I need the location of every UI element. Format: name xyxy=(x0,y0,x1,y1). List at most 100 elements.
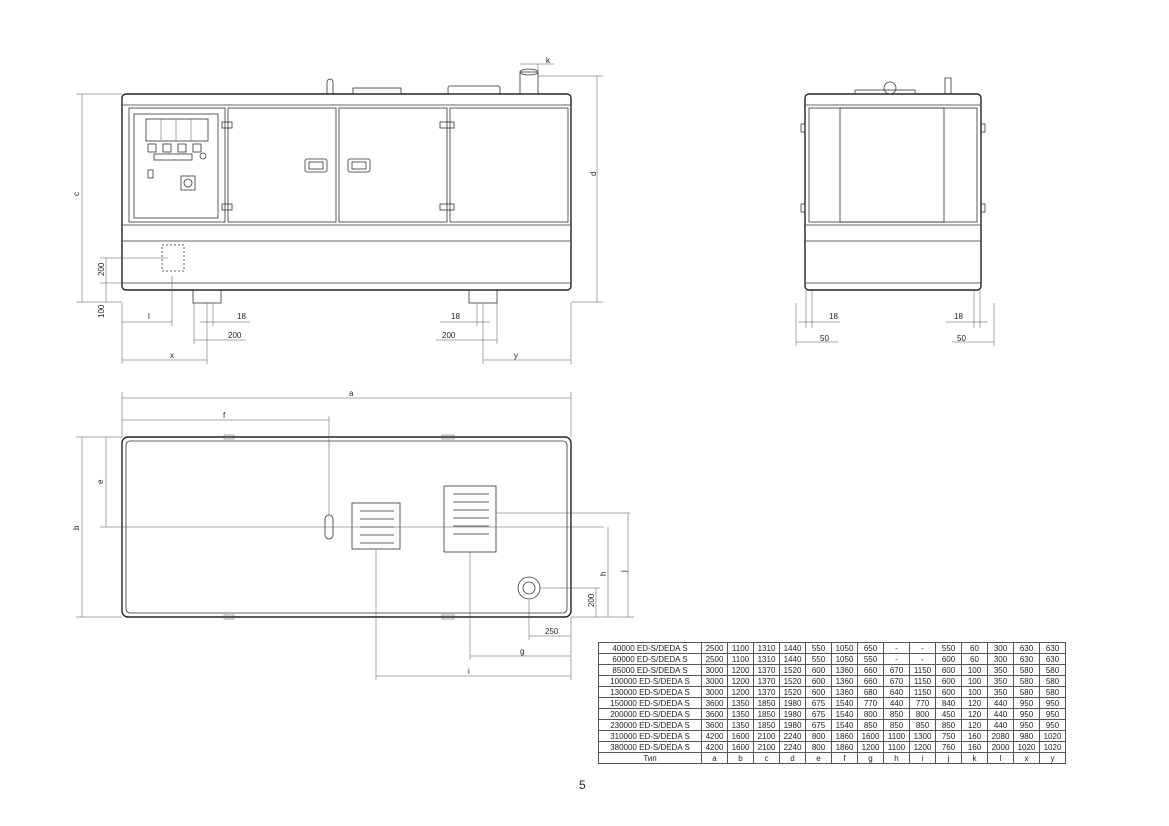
model-cell: 85000 ED-S/DEDA S xyxy=(598,664,702,676)
value-cell: 1980 xyxy=(779,708,806,720)
value-cell: 1350 xyxy=(727,697,754,709)
value-cell: 1100 xyxy=(727,653,754,665)
value-cell: 1980 xyxy=(779,719,806,731)
value-cell: 1540 xyxy=(831,708,858,720)
dim-200-height: 200 xyxy=(97,262,106,276)
value-cell: 1020 xyxy=(1013,741,1040,753)
side-dim-18-left: 18 xyxy=(829,312,838,321)
column-header: f xyxy=(831,752,858,764)
value-cell: 640 xyxy=(883,686,910,698)
column-header: j xyxy=(935,752,962,764)
value-cell: 160 xyxy=(961,730,988,742)
value-cell: 2500 xyxy=(701,642,728,654)
value-cell: 770 xyxy=(909,697,936,709)
value-cell: 670 xyxy=(883,675,910,687)
dim-a: a xyxy=(349,389,354,398)
value-cell: 1600 xyxy=(727,741,754,753)
side-dim-18-right: 18 xyxy=(954,312,963,321)
value-cell: 950 xyxy=(1013,708,1040,720)
dim-b: b xyxy=(72,525,81,530)
dim-200-right: 200 xyxy=(442,331,456,340)
value-cell: 60 xyxy=(961,642,988,654)
value-cell: 950 xyxy=(1013,697,1040,709)
value-cell: 800 xyxy=(805,730,832,742)
value-cell: 4200 xyxy=(701,741,728,753)
dim-j: j xyxy=(619,570,628,573)
value-cell: 800 xyxy=(909,708,936,720)
value-cell: 1860 xyxy=(831,741,858,753)
model-cell: 40000 ED-S/DEDA S xyxy=(598,642,702,654)
value-cell: 800 xyxy=(857,708,884,720)
value-cell: 440 xyxy=(987,708,1014,720)
column-header: y xyxy=(1039,752,1066,764)
value-cell: 950 xyxy=(1013,719,1040,731)
value-cell: 3600 xyxy=(701,708,728,720)
model-cell: 100000 ED-S/DEDA S xyxy=(598,675,702,687)
value-cell: 675 xyxy=(805,708,832,720)
value-cell: 1370 xyxy=(753,675,780,687)
column-header: i xyxy=(909,752,936,764)
value-cell: 1150 xyxy=(909,686,936,698)
value-cell: 1100 xyxy=(727,642,754,654)
value-cell: 100 xyxy=(961,675,988,687)
value-cell: 100 xyxy=(961,686,988,698)
column-header: b xyxy=(727,752,754,764)
value-cell: 850 xyxy=(883,719,910,731)
value-cell: 950 xyxy=(1039,719,1066,731)
value-cell: - xyxy=(909,653,936,665)
dim-x: x xyxy=(170,351,174,360)
dim-200-left: 200 xyxy=(228,331,242,340)
dim-k: k xyxy=(546,56,551,65)
value-cell: 1310 xyxy=(753,653,780,665)
value-cell: 350 xyxy=(987,675,1014,687)
value-cell: 675 xyxy=(805,697,832,709)
value-cell: 1100 xyxy=(883,730,910,742)
value-cell: 1150 xyxy=(909,664,936,676)
value-cell: 1200 xyxy=(727,675,754,687)
page-number: 5 xyxy=(579,778,586,792)
value-cell: 760 xyxy=(935,741,962,753)
value-cell: 300 xyxy=(987,642,1014,654)
value-cell: 160 xyxy=(961,741,988,753)
value-cell: 675 xyxy=(805,719,832,731)
value-cell: 440 xyxy=(987,697,1014,709)
column-header: h xyxy=(883,752,910,764)
side-dim-50-left: 50 xyxy=(820,334,829,343)
model-cell: 310000 ED-S/DEDA S xyxy=(598,730,702,742)
value-cell: 1850 xyxy=(753,719,780,731)
column-header: c xyxy=(753,752,780,764)
model-cell: 380000 ED-S/DEDA S xyxy=(598,741,702,753)
model-cell: 130000 ED-S/DEDA S xyxy=(598,686,702,698)
value-cell: 1360 xyxy=(831,686,858,698)
value-cell: 3600 xyxy=(701,697,728,709)
value-cell: 1600 xyxy=(857,730,884,742)
value-cell: 1050 xyxy=(831,653,858,665)
value-cell: 3000 xyxy=(701,664,728,676)
front-view: c d k 200 100 l 18 200 x 18 200 y xyxy=(72,56,603,364)
value-cell: 550 xyxy=(805,653,832,665)
column-header: k xyxy=(961,752,988,764)
value-cell: 1520 xyxy=(779,675,806,687)
value-cell: 630 xyxy=(1039,653,1066,665)
value-cell: 600 xyxy=(935,686,962,698)
value-cell: 550 xyxy=(935,642,962,654)
value-cell: 600 xyxy=(805,664,832,676)
value-cell: 1540 xyxy=(831,697,858,709)
value-cell: 840 xyxy=(935,697,962,709)
value-cell: 1200 xyxy=(727,686,754,698)
value-cell: 1980 xyxy=(779,697,806,709)
value-cell: 1050 xyxy=(831,642,858,654)
model-cell: 230000 ED-S/DEDA S xyxy=(598,719,702,731)
value-cell: 2000 xyxy=(987,741,1014,753)
value-cell: 650 xyxy=(857,642,884,654)
value-cell: 1850 xyxy=(753,697,780,709)
value-cell: 2100 xyxy=(753,730,780,742)
dim-d: d xyxy=(589,172,598,176)
value-cell: 980 xyxy=(1013,730,1040,742)
